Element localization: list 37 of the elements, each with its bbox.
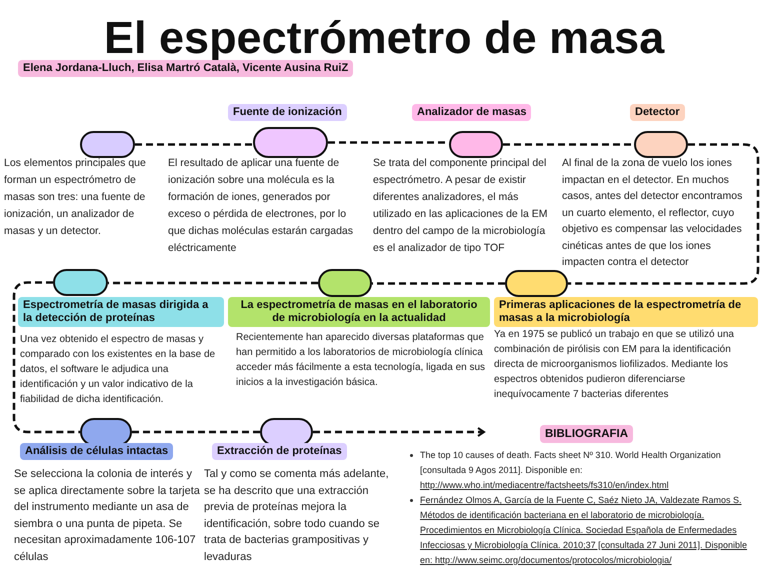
description-text: Se trata del componente principal del espectrómetro. A pesar de existir diferentes analizadores, el más utilizado en las aplicaciones de la EM dentro del campo de la microbiología es el analizador de tipo TOF xyxy=(373,156,549,256)
pill-marker xyxy=(53,269,108,296)
timeline-connector xyxy=(568,143,760,285)
description-text: Se selecciona la colonia de interés y se aplica directamente sobre la tarjeta del instrumento mediante un asa de siembra o una punta de pipeta. Se necesitan aproximadamente 106-107 células xyxy=(14,467,201,564)
timeline-connector xyxy=(135,143,253,146)
section-heading: Analizador de masas xyxy=(412,104,532,121)
pill-marker xyxy=(505,270,568,297)
section-heading: Primeras aplicaciones de la espectrometría de masas a la microbiología xyxy=(494,297,758,327)
description-text: Tal y como se comenta más adelante, se ha descrito que una extracción previa de proteínas mejora la identificación, sobre todo cuando se trata de bacterias grampositivas y levaduras xyxy=(204,467,390,564)
section-heading: Detector xyxy=(630,104,685,121)
section-heading: Fuente de ionización xyxy=(228,104,347,121)
description-text: Recientemente han aparecido diversas plataformas que han permitido a los laboratorios de microbiología clínica acceder más fácilmente a esta tecnología, ligada en sus inicios a la investigación básica. xyxy=(236,331,486,390)
description-text: Al final de la zona de vuelo los iones impactan en el detector. En muchos casos, antes del detector encontramos un cuarto elemento, el reflector, cuyo objetivo es compensar las velocidades cinéticas antes de que los iones impacten contra el detector xyxy=(562,156,744,270)
timeline-connector xyxy=(108,282,318,284)
pill-marker xyxy=(253,127,328,158)
section-heading: Extracción de proteínas xyxy=(212,443,347,460)
section-heading: Espectrometría de masas dirigida a la detección de proteínas xyxy=(18,297,224,327)
timeline-connector xyxy=(12,281,80,434)
description-text: El resultado de aplicar una fuente de ionización sobre una molécula es la formación de iones, generados por exceso o pérdida de electrones, por lo que dichas moléculas estarán cargadas eléctricamente xyxy=(168,156,354,256)
reference-link: http://www.who.int/mediacentre/factsheets/fs310/en/index.html xyxy=(420,479,669,492)
bibliography-heading: BIBLIOGRAFIA xyxy=(540,425,634,443)
timeline-arrow xyxy=(313,427,485,437)
pill-marker xyxy=(318,269,372,297)
timeline-connector xyxy=(503,143,634,146)
section-heading: Análisis de células intactas xyxy=(20,443,174,460)
pill-marker xyxy=(449,131,503,158)
description-text: Ya en 1975 se publicó un trabajo en que se utilizó una combinación de pirólisis con EM para la identificación directa de microorganismos liofilizados. Mediante los espectros obtenidos pudieron diferenciarse inequívocamente 7 bacterias diferentes xyxy=(494,328,735,402)
timeline-connector xyxy=(372,282,505,285)
reference-link: Fernández Olmos A, García de la Fuente C, Saéz Nieto JA, Valdezate Ramos S. Métodos de identificación bacteriana en el laboratorio de microbiología. Procedimientos en Microbiología Clínica. Sociedad Española de Enfermedades Infecciosas y Microbiología Clínica. 2010;37 [consultada 27 Juni 2011]. Disponible en: http://www.seimc.org/documentos/protocolos/microbiologia/ xyxy=(420,494,748,567)
title: El espectrómetro de masa xyxy=(104,12,664,63)
description-text: Una vez obtenido el espectro de masas y comparado con los existentes en la base de datos, el software le adjudica una identificación y un valor indicativo de la fiabilidad de dicha identificación. xyxy=(20,333,216,407)
reference-text: The top 10 causes of death. Facts sheet Nº 310. World Health Organization [consultada 9 Agos 2011]. Disponible en: xyxy=(420,449,722,477)
pill-marker xyxy=(634,131,688,158)
section-heading: La espectrometría de masas en el laboratorio de microbiología en la actualidad xyxy=(228,297,490,327)
pill-marker xyxy=(80,131,135,158)
description-text: Los elementos principales que forman un espectrómetro de masas son tres: una fuente de ionización, un analizador de masas y un detector. xyxy=(4,156,147,239)
timeline-connector xyxy=(132,430,260,434)
